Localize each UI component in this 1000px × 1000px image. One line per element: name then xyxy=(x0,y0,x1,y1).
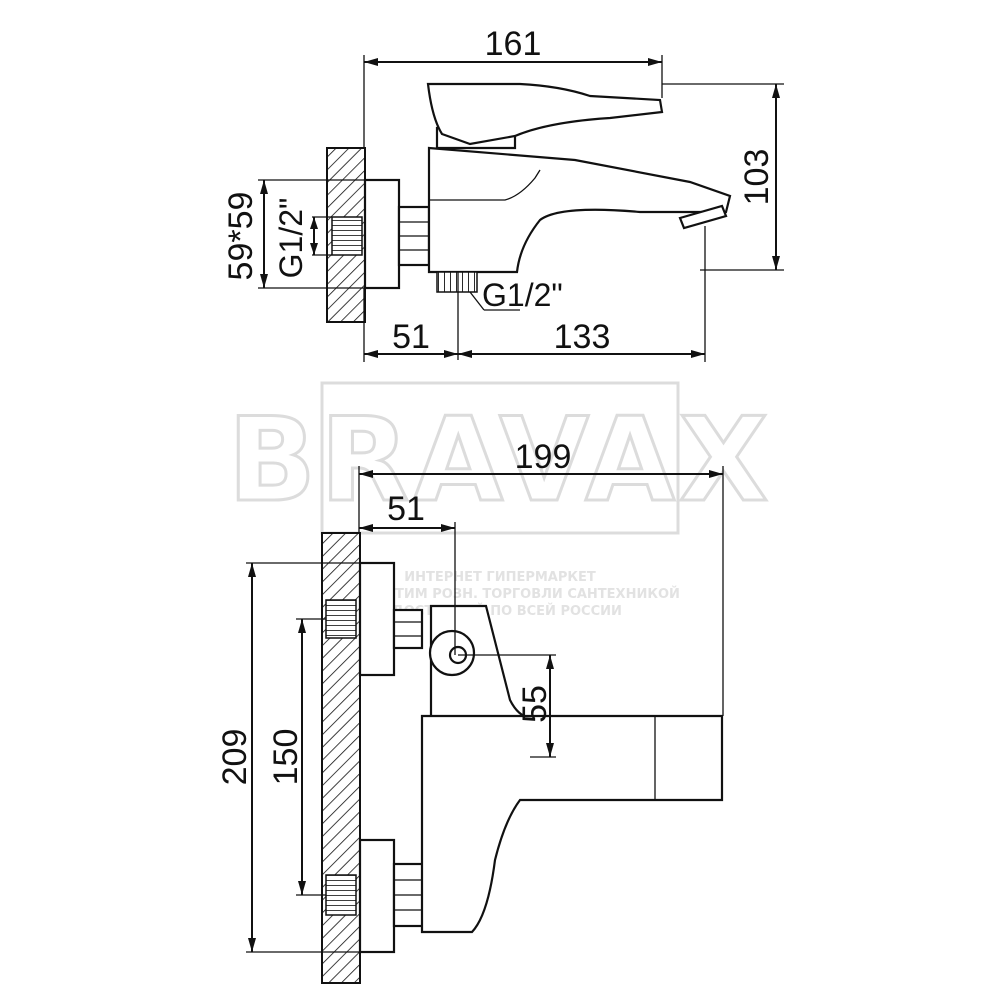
watermark-brand: BRAVAX xyxy=(228,393,773,528)
dim-height: 103 xyxy=(738,149,776,206)
inlet-thread-top xyxy=(331,216,363,256)
side-view: 161 103 59*59 G1/2" G1/2" 51 133 xyxy=(222,25,784,362)
inlet-thread-lower xyxy=(325,874,357,916)
watermark-line-2: ВЕЗДЕ ОПТИМ РОЗН. ТОРГОВЛИ САНТЕХНИКОЙ xyxy=(320,586,680,602)
dim-wall-to-axis: 51 xyxy=(387,490,425,528)
dim-wall-to-outlet: 51 xyxy=(392,318,430,356)
dim-total-height: 209 xyxy=(216,729,254,786)
flange-upper xyxy=(358,561,396,677)
aerator-side xyxy=(678,204,728,230)
faucet-body-side xyxy=(427,146,732,274)
nut-upper xyxy=(392,608,424,650)
watermark-line-1: ИНТЕРНЕТ ГИПЕРМАРКЕТ xyxy=(404,570,596,585)
watermark-frame xyxy=(320,381,680,535)
lever-handle-side xyxy=(426,82,664,146)
dim-flange: 59*59 xyxy=(222,192,260,281)
watermark: BRAVAX ИНТЕРНЕТ ГИПЕРМАРКЕТ ВЕЗДЕ ОПТИМ … xyxy=(226,381,773,619)
inlet-thread-upper xyxy=(325,599,357,639)
dim-outlet-to-spout: 133 xyxy=(554,318,611,356)
dim-overall-length: 161 xyxy=(485,25,542,63)
dim-outlet-thread: G1/2" xyxy=(482,277,563,313)
outlet-thread-side xyxy=(436,271,478,293)
spout-body-front xyxy=(420,714,724,934)
flange-top xyxy=(363,178,401,290)
dim-inlet-thread: G1/2" xyxy=(273,198,309,279)
front-view: 199 51 209 150 55 xyxy=(216,438,724,984)
dim-overall-width: 199 xyxy=(515,438,572,476)
dim-inlet-spacing: 150 xyxy=(267,729,305,786)
flange-lower xyxy=(358,838,396,954)
dim-handle-offset: 55 xyxy=(516,685,554,723)
